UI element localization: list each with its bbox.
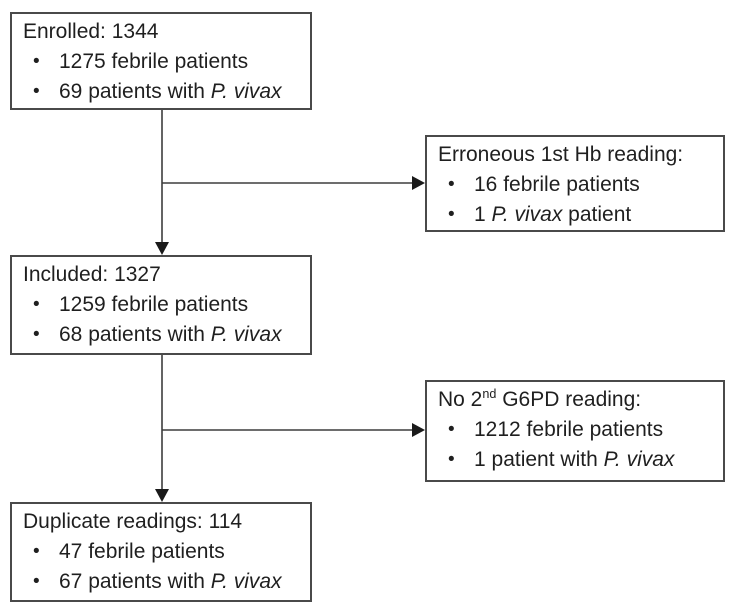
bullet-glyph: • <box>33 571 40 592</box>
text-segment: Erroneous 1st Hb reading: <box>438 143 684 166</box>
bullet-list: • 47 febrile patients • 67 patients with P.… <box>12 537 302 597</box>
bullet-list: • 1259 febrile patients • 68 patients with … <box>12 290 302 350</box>
text-segment: patient <box>562 203 632 226</box>
text-segment-italic: P. vivax <box>210 323 282 346</box>
box-title: No 2nd G6PD reading: <box>427 385 715 415</box>
text-segment: 1 <box>474 203 492 226</box>
arrowhead-down-included <box>155 242 169 255</box>
bullet-item: • 69 patients with P. vivax <box>12 77 302 107</box>
flow-box-no-second-g6pd-reading: No 2nd G6PD reading: • 1212 febrile patie… <box>425 380 725 482</box>
text-segment: 68 patients with <box>59 323 211 346</box>
bullet-glyph: • <box>33 51 40 72</box>
text-segment: Included: 1327 <box>23 263 161 286</box>
text-segment: Enrolled: 1344 <box>23 20 159 43</box>
bullet-item: • 16 febrile patients <box>427 170 715 200</box>
text-segment: Duplicate readings: 114 <box>23 510 243 533</box>
bullet-glyph: • <box>448 419 455 440</box>
bullet-item: • 1275 febrile patients <box>12 47 302 77</box>
bullet-text: 68 patients with P. vivax <box>59 320 282 350</box>
bullet-item: • 47 febrile patients <box>12 537 302 567</box>
arrowhead-down-duplicate <box>155 489 169 502</box>
box-title: Included: 1327 <box>12 260 302 290</box>
bullet-item: • 1212 febrile patients <box>427 415 715 445</box>
bullet-text: 69 patients with P. vivax <box>59 77 282 107</box>
bullet-glyph: • <box>33 324 40 345</box>
bullet-text: 16 febrile patients <box>474 170 640 200</box>
flow-box-erroneous-first-hb-reading: Erroneous 1st Hb reading: • 16 febrile pa… <box>425 135 725 232</box>
bullet-text: 1275 febrile patients <box>59 47 248 77</box>
bullet-item: • 68 patients with P. vivax <box>12 320 302 350</box>
text-segment-superscript: nd <box>482 387 497 401</box>
bullet-list: • 1275 febrile patients • 69 patients with … <box>12 47 302 107</box>
bullet-glyph: • <box>33 81 40 102</box>
flow-box-enrolled: Enrolled: 1344 • 1275 febrile patients • 69… <box>10 12 312 110</box>
text-segment: 67 patients with <box>59 570 211 593</box>
text-segment: 1 patient with <box>474 448 604 471</box>
text-segment: G6PD reading: <box>496 388 642 411</box>
box-title: Erroneous 1st Hb reading: <box>427 140 715 170</box>
text-segment: No 2 <box>438 388 483 411</box>
box-title: Duplicate readings: 114 <box>12 507 302 537</box>
bullet-glyph: • <box>33 294 40 315</box>
bullet-text: 47 febrile patients <box>59 537 225 567</box>
text-segment: 1259 febrile patients <box>59 293 249 316</box>
bullet-item: • 1 P. vivax patient <box>427 200 715 230</box>
text-segment-italic: P. vivax <box>210 80 282 103</box>
bullet-item: • 1 patient with P. vivax <box>427 445 715 475</box>
text-segment: 47 febrile patients <box>59 540 225 563</box>
bullet-text: 1259 febrile patients <box>59 290 248 320</box>
arrowhead-right-erroneous <box>412 176 425 190</box>
bullet-text: 1 P. vivax patient <box>474 200 631 230</box>
bullet-text: 1212 febrile patients <box>474 415 663 445</box>
text-segment-italic: P. vivax <box>210 570 282 593</box>
text-segment: 69 patients with <box>59 80 211 103</box>
bullet-glyph: • <box>33 541 40 562</box>
text-segment-italic: P. vivax <box>603 448 675 471</box>
flow-box-duplicate-readings: Duplicate readings: 114 • 47 febrile pati… <box>10 502 312 602</box>
bullet-list: • 1212 febrile patients • 1 patient with P.… <box>427 415 715 475</box>
bullet-glyph: • <box>448 204 455 225</box>
bullet-text: 67 patients with P. vivax <box>59 567 282 597</box>
text-segment: 1275 febrile patients <box>59 50 249 73</box>
box-title: Enrolled: 1344 <box>12 17 302 47</box>
text-segment: 1212 febrile patients <box>474 418 664 441</box>
bullet-item: • 1259 febrile patients <box>12 290 302 320</box>
arrowhead-right-no-g6pd <box>412 423 425 437</box>
bullet-text: 1 patient with P. vivax <box>474 445 674 475</box>
flow-box-included: Included: 1327 • 1259 febrile patients • 68… <box>10 255 312 355</box>
text-segment-italic: P. vivax <box>491 203 563 226</box>
bullet-glyph: • <box>448 174 455 195</box>
bullet-glyph: • <box>448 449 455 470</box>
bullet-item: • 67 patients with P. vivax <box>12 567 302 597</box>
text-segment: 16 febrile patients <box>474 173 640 196</box>
bullet-list: • 16 febrile patients • 1 P. vivax patient <box>427 170 715 230</box>
